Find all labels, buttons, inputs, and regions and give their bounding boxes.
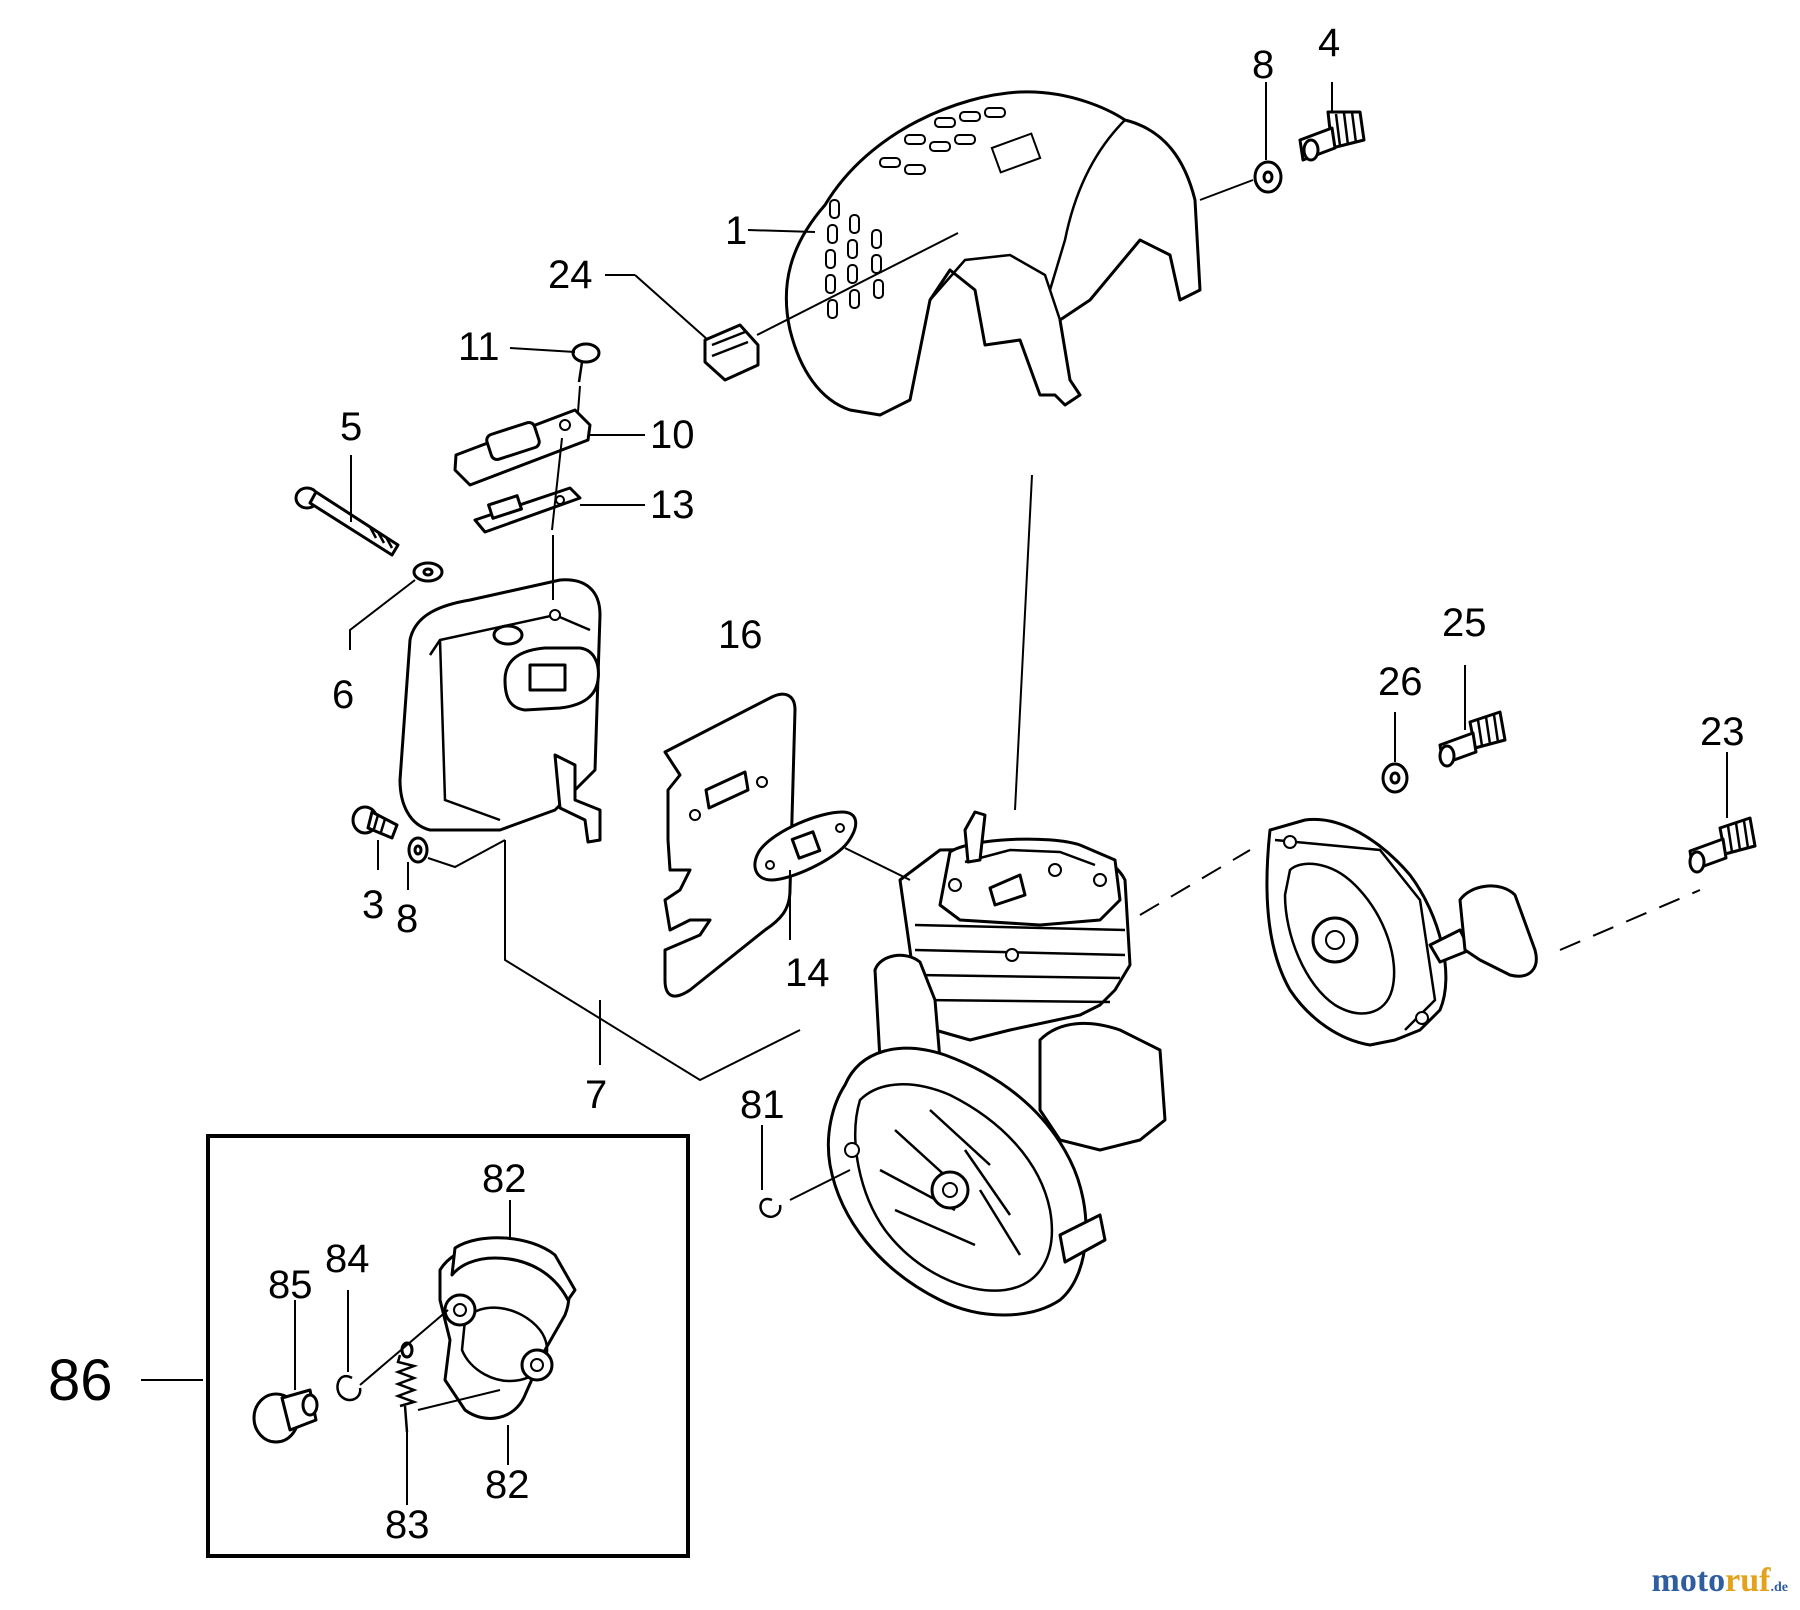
callout-84: 84 [325, 1237, 370, 1281]
callout-24: 24 [548, 253, 593, 297]
callout-7: 7 [585, 1073, 607, 1117]
callout-1: 1 [725, 209, 747, 253]
callout-10: 10 [650, 413, 695, 457]
watermark-logo: motoruf.de [1652, 1562, 1788, 1600]
callout-85: 85 [268, 1263, 313, 1307]
callout-3: 3 [362, 883, 384, 927]
callout-5: 5 [340, 405, 362, 449]
leader-lines [294, 82, 1728, 1505]
clutch-assembly-box [206, 1134, 690, 1558]
spring-83-part [394, 1341, 419, 1433]
callout-14: 14 [785, 951, 830, 995]
recoil-starter-part [1265, 817, 1538, 1047]
clip-81-part [759, 1197, 782, 1219]
watermark-brand-b: ruf [1725, 1562, 1771, 1599]
callout-labels: 1 24 11 10 13 5 6 16 8 4 3 8 14 7 25 26 … [48, 21, 1745, 1547]
washer-8-lower-part [407, 836, 429, 864]
washer-8-upper-part [1253, 160, 1283, 194]
engine-block-part [826, 810, 1167, 1317]
watermark-brand-a: moto [1651, 1562, 1726, 1599]
callout-8-top: 8 [1252, 43, 1274, 87]
screw-23-part [1688, 816, 1757, 874]
muffler-part [398, 578, 602, 844]
muffler-bolt-part [294, 486, 400, 557]
callout-16: 16 [718, 613, 763, 657]
washer-26-part [1381, 762, 1409, 794]
callout-82-bottom: 82 [485, 1463, 530, 1507]
callout-82-top: 82 [482, 1157, 527, 1201]
callout-11: 11 [458, 325, 500, 369]
callout-25: 25 [1442, 601, 1487, 645]
arrestor-screen-part [473, 486, 582, 534]
callout-86: 86 [48, 1348, 113, 1413]
arrestor-cover-part [453, 408, 592, 487]
callout-81: 81 [740, 1083, 785, 1127]
heat-shield-part [663, 692, 797, 998]
callout-83: 83 [385, 1503, 430, 1547]
clutch-shoes-part [438, 1236, 577, 1420]
screw-25-part [1438, 710, 1507, 768]
washer-6-part [412, 561, 444, 583]
callout-6: 6 [332, 673, 354, 717]
clip-84-part [336, 1374, 362, 1402]
flange-gasket-part [753, 810, 858, 882]
bolt-3-part [351, 805, 399, 840]
callout-8-bottom: 8 [396, 897, 418, 941]
watermark-suffix: .de [1770, 1580, 1789, 1595]
cap-screw-4-part [1298, 110, 1366, 162]
screw-11-part [571, 342, 601, 383]
callout-4: 4 [1318, 21, 1340, 65]
engine-cover-part [784, 90, 1202, 417]
cover-vent-slots [825, 107, 1006, 319]
clutch-bolt-85-part [252, 1388, 319, 1444]
callout-26: 26 [1378, 660, 1423, 704]
callout-23: 23 [1700, 710, 1745, 754]
grommet-part [703, 323, 760, 382]
callout-13: 13 [650, 483, 695, 527]
